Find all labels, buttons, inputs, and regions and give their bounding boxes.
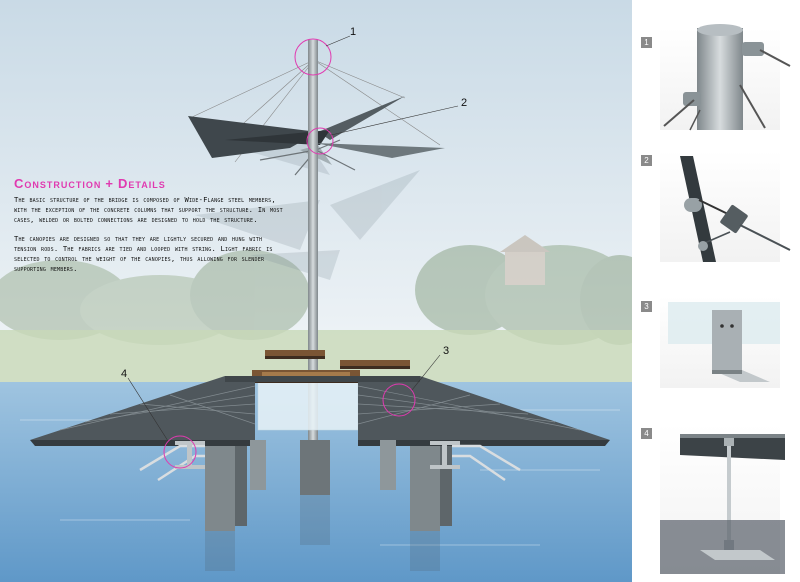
canopies — [188, 96, 445, 165]
heading-word-1: Construction — [14, 176, 102, 191]
detail-panel-2 — [660, 150, 791, 262]
panel-number-4: 4 — [641, 428, 652, 439]
reflections — [205, 495, 440, 571]
water-ripples — [20, 409, 620, 546]
mast — [308, 40, 318, 440]
callout-label-4: 4 — [121, 368, 128, 380]
paragraph-canopies: The canopies are designed so that they a… — [14, 233, 273, 274]
steel-braces — [139, 444, 521, 482]
section-heading: Construction+Details — [14, 176, 284, 191]
callout-label-1: 1 — [350, 26, 357, 38]
deck-right — [357, 376, 610, 446]
glass-box — [257, 381, 359, 431]
callout-leaders — [127, 35, 459, 442]
panel-number-1: 1 — [641, 37, 652, 48]
panel-number-2: 2 — [641, 155, 652, 166]
detail-callouts — [163, 38, 416, 469]
detail-panel-3 — [660, 296, 780, 388]
callout-circle-4 — [163, 435, 197, 469]
deck-center — [225, 376, 420, 382]
heading-word-2: Details — [117, 176, 166, 191]
i-beams — [175, 441, 460, 469]
detail-panel-4 — [660, 424, 785, 574]
support-columns — [205, 440, 452, 531]
callout-label-3: 3 — [443, 345, 450, 357]
paragraph-structure: The basic structure of the bridge is com… — [14, 195, 283, 225]
construction-notes: Construction+Details The basic structure… — [14, 176, 284, 282]
callout-circle-2 — [306, 127, 334, 155]
callout-label-2: 2 — [461, 97, 468, 109]
detail-panel-1 — [660, 24, 791, 131]
callout-circle-1 — [294, 38, 332, 76]
callout-circle-3 — [382, 383, 416, 417]
heading-plus: + — [105, 176, 114, 191]
panel-number-3: 3 — [641, 301, 652, 312]
